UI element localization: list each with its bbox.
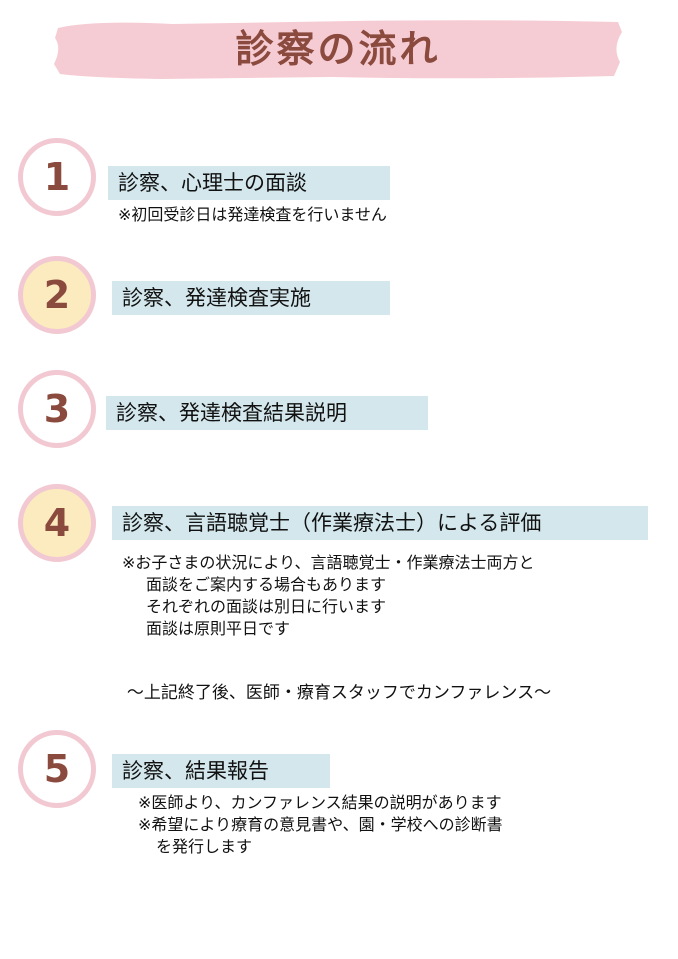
step-note: を発行します — [156, 837, 253, 856]
step-number-circle: 1 — [18, 138, 96, 216]
step-label-band: 診察、心理士の面談 — [108, 166, 390, 200]
step-label: 診察、言語聴覚士（作業療法士）による評価 — [122, 511, 542, 535]
conference-note: ～上記終了後、医師・療育スタッフでカンファレンス～ — [126, 683, 552, 703]
step-label-band: 診察、結果報告 — [112, 754, 330, 788]
step-label: 診察、発達検査結果説明 — [116, 401, 347, 425]
step-note: ※医師より、カンファレンス結果の説明があります — [138, 793, 502, 812]
brush-stroke-decoration — [54, 20, 622, 79]
step-label: 診察、結果報告 — [122, 759, 269, 783]
step-number: 4 — [43, 501, 71, 545]
step-label: 診察、発達検査実施 — [122, 286, 311, 310]
step-number: 5 — [43, 747, 71, 791]
step-note: ※初回受診日は発達検査を行いません — [118, 205, 387, 224]
page-title: 診察の流れ — [235, 27, 441, 71]
step-label: 診察、心理士の面談 — [118, 171, 307, 195]
step-label-band: 診察、言語聴覚士（作業療法士）による評価 — [112, 506, 648, 540]
step-label-band: 診察、発達検査結果説明 — [106, 396, 428, 430]
step-number-circle: 5 — [18, 730, 96, 808]
step-number: 3 — [43, 387, 71, 431]
step-label-band: 診察、発達検査実施 — [112, 281, 390, 315]
step-note: ※希望により療育の意見書や、園・学校への診断書 — [138, 815, 503, 834]
title-band: 診察の流れ — [52, 18, 624, 80]
step-number-circle: 4 — [18, 484, 96, 562]
step-number-circle: 2 — [18, 256, 96, 334]
step-note: ※お子さまの状況により、言語聴覚士・作業療法士両方と — [122, 553, 535, 572]
step-note: 面談をご案内する場合もあります — [146, 575, 387, 594]
step-note: 面談は原則平日です — [146, 619, 291, 638]
step-note: それぞれの面談は別日に行います — [146, 597, 387, 616]
step-number-circle: 3 — [18, 370, 96, 448]
step-number: 1 — [43, 155, 71, 199]
step-number: 2 — [43, 273, 71, 317]
